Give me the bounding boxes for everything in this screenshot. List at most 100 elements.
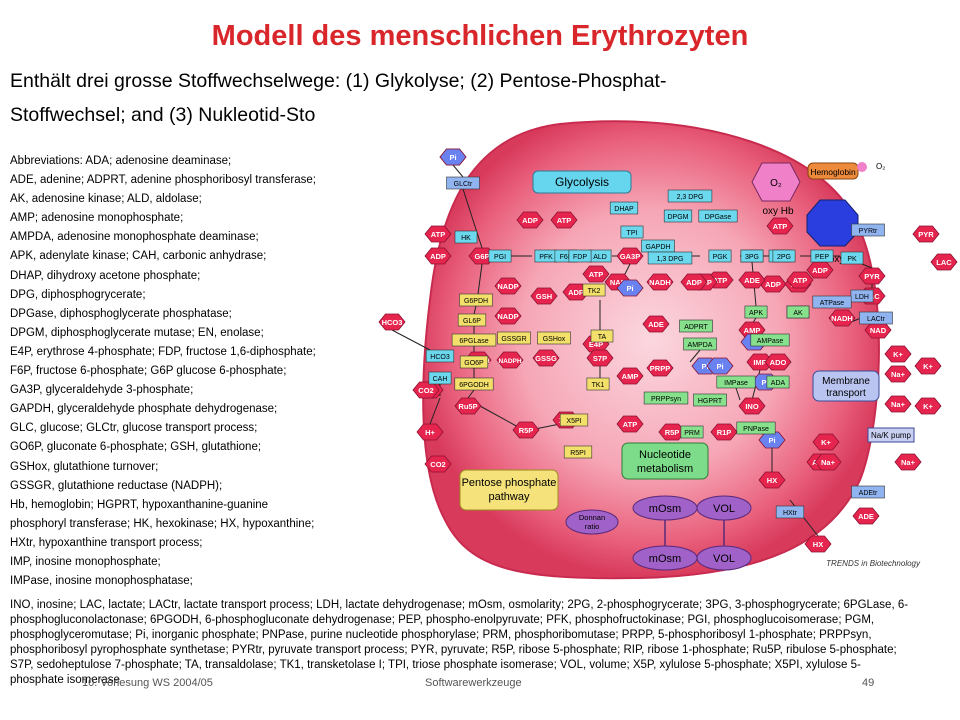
enzyme-label: AMPDA xyxy=(688,342,713,349)
metabolite-label: CO2 xyxy=(430,460,445,469)
metabolite-label: ADP xyxy=(812,266,828,275)
enzyme-node: AK xyxy=(786,305,810,319)
membrane-transport-label: Membrane xyxy=(822,376,870,387)
nak-pump-box xyxy=(867,427,915,443)
metabolite-node: IMP xyxy=(746,353,774,371)
abbreviation-line: AMP; adenosine monophosphate; xyxy=(10,212,184,225)
metabolite-label: ADE xyxy=(744,276,760,285)
metabolite-label: ATP xyxy=(431,230,445,239)
metabolite-label: NADH xyxy=(831,314,853,323)
metabolite-node: H+ xyxy=(416,423,444,441)
pathway-arrow xyxy=(391,329,431,351)
ppp-box xyxy=(459,469,559,511)
enzyme-label: FDP xyxy=(573,254,587,261)
enzyme-node: LACtr xyxy=(859,311,893,325)
enzyme-node: PGK xyxy=(708,249,732,263)
enzyme-label: ADPRT xyxy=(684,324,708,331)
metabolite-label: NAD xyxy=(610,278,627,287)
enzyme-node: ADPRT xyxy=(679,319,713,333)
mosm-label-2: mOsm xyxy=(649,553,681,565)
metabolite-node: ADE xyxy=(642,315,670,333)
metabolite-label: ATP xyxy=(793,276,807,285)
enzyme-node: PK xyxy=(840,251,864,265)
enzyme-node: ALD xyxy=(588,249,612,263)
enzyme-label: ADEtr xyxy=(859,490,878,497)
pathway-arrow xyxy=(689,349,701,363)
enzyme-node: GL6P xyxy=(457,313,487,327)
metabolite-label: R5P xyxy=(665,428,680,437)
enzyme-node: GO6P xyxy=(459,355,489,369)
metabolite-node: R5P xyxy=(658,423,686,441)
enzyme-label: 6PGLase xyxy=(459,338,488,345)
pathway-nodes: GLCATPADPG6PADPATPATPADPATPADPADPATPNADP… xyxy=(378,148,958,553)
metabolite-label: ADP xyxy=(765,280,781,289)
pathway-arrow xyxy=(861,263,873,269)
metabolite-label: GA3P xyxy=(620,252,640,261)
enzyme-label: TA xyxy=(598,334,607,341)
metabolite-label: NAD xyxy=(870,326,887,335)
subtitle-line-2: Stoffwechsel; and (3) Nukleotid-Sto xyxy=(10,104,316,126)
metabolite-label: HX xyxy=(813,540,823,549)
enzyme-label: HGPRT xyxy=(698,398,723,405)
enzyme-node: ATPase xyxy=(812,295,852,309)
glycolysis-box xyxy=(532,170,632,194)
metabolite-label: GSH xyxy=(536,292,552,301)
metabolite-node: Pi xyxy=(439,148,467,166)
enzyme-node: PGI xyxy=(488,249,512,263)
nucleotide-label: Nucleotide xyxy=(639,449,691,461)
metabolite-node: ADE xyxy=(738,271,766,289)
enzyme-label: PK xyxy=(847,256,857,263)
metabolite-label: R5P xyxy=(519,426,534,435)
pathway-arrow xyxy=(473,305,477,315)
pathway-arrow xyxy=(467,389,475,399)
enzyme-node: G6PDH xyxy=(459,293,493,307)
metabolite-node: ADP xyxy=(424,247,452,265)
metabolite-label: ATP xyxy=(713,276,727,285)
metabolite-node: PYR xyxy=(912,225,940,243)
metabolite-label: LAC xyxy=(936,258,952,267)
metabolite-label: K+ xyxy=(893,350,903,359)
metabolite-label: ADP xyxy=(686,278,702,287)
enzyme-node: PRM xyxy=(680,425,704,439)
abbreviation-line: GA3P, glyceraldehyde 3-phosphate; xyxy=(10,384,194,397)
oxy-hb-label: oxy Hb xyxy=(762,206,794,217)
enzyme-node: 6PGODH xyxy=(454,377,494,391)
enzyme-label: HCO3 xyxy=(430,354,450,361)
metabolite-label: INO xyxy=(745,402,759,411)
metabolite-label: NADP xyxy=(497,312,518,321)
enzyme-label: PEP xyxy=(815,254,829,261)
metabolite-node: Na+ xyxy=(884,395,912,413)
metabolite-node: K+ xyxy=(884,345,912,363)
enzyme-node: LDH xyxy=(850,289,874,303)
enzyme-node: IMPase xyxy=(716,375,756,389)
abbreviation-line: GAPDH, glyceraldehyde phosphate dehydrog… xyxy=(10,403,278,416)
enzyme-label: TK2 xyxy=(588,288,601,295)
enzyme-label: GL6P xyxy=(463,318,481,325)
enzyme-node: TK2 xyxy=(582,283,606,297)
enzyme-label: F6P xyxy=(560,254,573,261)
enzyme-label: TK1 xyxy=(592,382,605,389)
pathway-arrow xyxy=(452,164,464,178)
pathway-arrow xyxy=(479,405,521,429)
subtitle-line-1: Enthält drei grosse Stoffwechselwege: (1… xyxy=(10,70,667,92)
enzyme-node: GAPDH xyxy=(641,239,675,253)
enzyme-node: GSSGR xyxy=(497,331,531,345)
enzyme-label: AMPase xyxy=(757,338,784,345)
enzyme-label: GO6P xyxy=(464,360,484,367)
enzyme-label: DPGM xyxy=(668,214,689,221)
enzyme-node: DPGase xyxy=(698,209,738,223)
abbreviation-line: Abbreviations: ADA; adenosine deaminase; xyxy=(10,155,232,167)
metabolite-node: ATP xyxy=(582,265,610,283)
enzyme-node: R5PI xyxy=(563,445,593,459)
metabolite-label: S7P xyxy=(593,354,607,363)
enzyme-node: HXtr xyxy=(775,505,805,519)
metabolite-label: Pi xyxy=(449,153,456,162)
credit-label: TRENDS in Biotechnology xyxy=(826,559,921,568)
nak-pump-label: Na/K pump xyxy=(871,431,912,440)
enzyme-label: DPGase xyxy=(705,214,732,221)
enzyme-label: 2,3 DPG xyxy=(677,194,704,201)
metabolite-node: NADP xyxy=(494,277,522,295)
enzyme-label: GLCtr xyxy=(454,181,473,188)
metabolite-node: PRPP xyxy=(646,359,674,377)
metabolite-node: ATP xyxy=(766,217,794,235)
